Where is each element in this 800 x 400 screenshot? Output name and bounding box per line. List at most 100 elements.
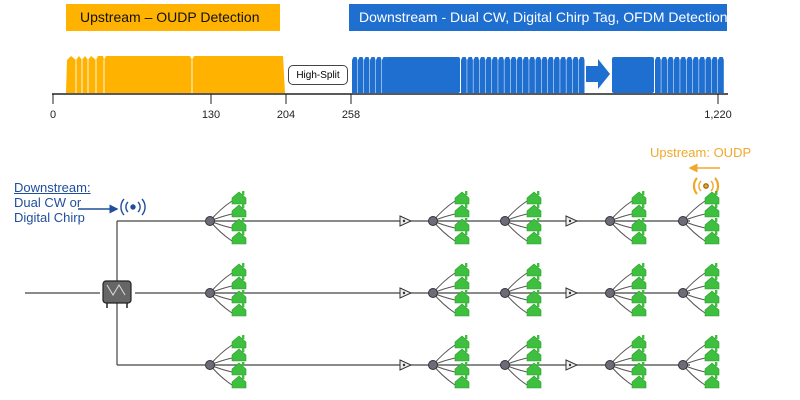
downstream-channel (479, 57, 486, 93)
house-icon (454, 303, 470, 317)
downstream-channel (516, 57, 523, 93)
amplifier-triangle-icon (565, 215, 579, 227)
upstream-oudp-label: Upstream: OUDP (650, 145, 752, 160)
downstream-channel (667, 57, 674, 93)
house-icon (231, 375, 247, 389)
downstream-wide-block (612, 57, 654, 93)
downstream-channel (461, 57, 467, 93)
house-icon (704, 290, 720, 304)
house-icon (526, 303, 542, 317)
broadcast-signal-icon (120, 198, 146, 216)
house-icon (454, 362, 470, 376)
tap-group (500, 263, 542, 317)
downstream-ripple-right (655, 57, 724, 93)
house-icon (526, 362, 542, 376)
house-icon (526, 218, 542, 232)
tap-group (678, 263, 720, 317)
downstream-ripple-left (352, 57, 388, 93)
splitter-tap-icon (500, 360, 510, 370)
spectrum-plot: 0 130 204 258 1,220 (50, 56, 732, 121)
house-icon (631, 191, 647, 205)
house-icon (231, 303, 247, 317)
house-icon (631, 348, 647, 362)
downstream-channel (578, 57, 585, 93)
downstream-channel (680, 57, 686, 93)
house-icon (454, 263, 470, 277)
downstream-channel (572, 57, 579, 93)
tap-group (428, 335, 470, 389)
downstream-channel (718, 57, 724, 93)
downstream-channel (492, 57, 498, 93)
tap-group (678, 191, 720, 245)
house-icon (631, 290, 647, 304)
house-icon (526, 204, 542, 218)
downstream-channel (655, 57, 661, 93)
house-icon (631, 276, 647, 290)
house-icon (454, 335, 470, 349)
splitter-tap-icon (678, 288, 688, 298)
house-icon (231, 335, 247, 349)
house-icon (526, 335, 542, 349)
house-icon (526, 231, 542, 245)
house-icon (526, 290, 542, 304)
house-icon (454, 231, 470, 245)
tap-group (605, 191, 647, 245)
downstream-channel (661, 57, 668, 93)
downstream-channel (699, 57, 705, 93)
downstream-label-line-2: Dual CW or (14, 195, 82, 210)
house-icon (454, 191, 470, 205)
axis-tick-label-130: 130 (202, 109, 220, 121)
upstream-spectrum-block (66, 56, 285, 93)
house-icon (704, 335, 720, 349)
downstream-ripple-mid (461, 57, 585, 93)
amplifier-triangle-icon (565, 359, 579, 371)
house-icon (526, 263, 542, 277)
house-icon (704, 303, 720, 317)
splitter-tap-icon (500, 288, 510, 298)
network-branch-row (205, 191, 720, 245)
splitter-tap-icon (205, 360, 215, 370)
splitter-tap-icon (428, 288, 438, 298)
network-branches (205, 191, 720, 389)
house-icon (454, 290, 470, 304)
house-icon (231, 362, 247, 376)
house-icon (631, 335, 647, 349)
house-icon (526, 276, 542, 290)
house-icon (231, 231, 247, 245)
downstream-label-line-3: Digital Chirp (14, 210, 85, 225)
tap-group (500, 335, 542, 389)
house-icon (704, 375, 720, 389)
downstream-channel (467, 57, 473, 93)
downstream-channel (352, 57, 358, 93)
splitter-tap-icon (605, 360, 615, 370)
axis-tick-label-1220: 1,220 (704, 109, 732, 121)
axis-tick-label-258: 258 (342, 109, 360, 121)
house-icon (704, 362, 720, 376)
downstream-channel (370, 57, 376, 93)
downstream-channel (535, 57, 542, 93)
splitter-tap-icon (605, 288, 615, 298)
house-icon (631, 263, 647, 277)
tap-group (428, 191, 470, 245)
house-icon (526, 191, 542, 205)
house-icon (526, 375, 542, 389)
house-icon (704, 218, 720, 232)
house-icon (704, 191, 720, 205)
downstream-channel (547, 57, 554, 93)
axis-tick-label-204: 204 (277, 109, 295, 121)
downstream-channel (523, 57, 529, 93)
splitter-tap-icon (205, 288, 215, 298)
downstream-channel (686, 57, 693, 93)
axis-tick-label-0: 0 (50, 109, 56, 121)
splitter-tap-icon (428, 360, 438, 370)
downstream-channel (692, 57, 699, 93)
house-icon (704, 263, 720, 277)
house-icon (454, 218, 470, 232)
house-icon (231, 276, 247, 290)
downstream-spectrum-block (352, 57, 724, 93)
downstream-channel (554, 57, 560, 93)
downstream-channel (364, 57, 370, 93)
network-tree (25, 191, 720, 389)
